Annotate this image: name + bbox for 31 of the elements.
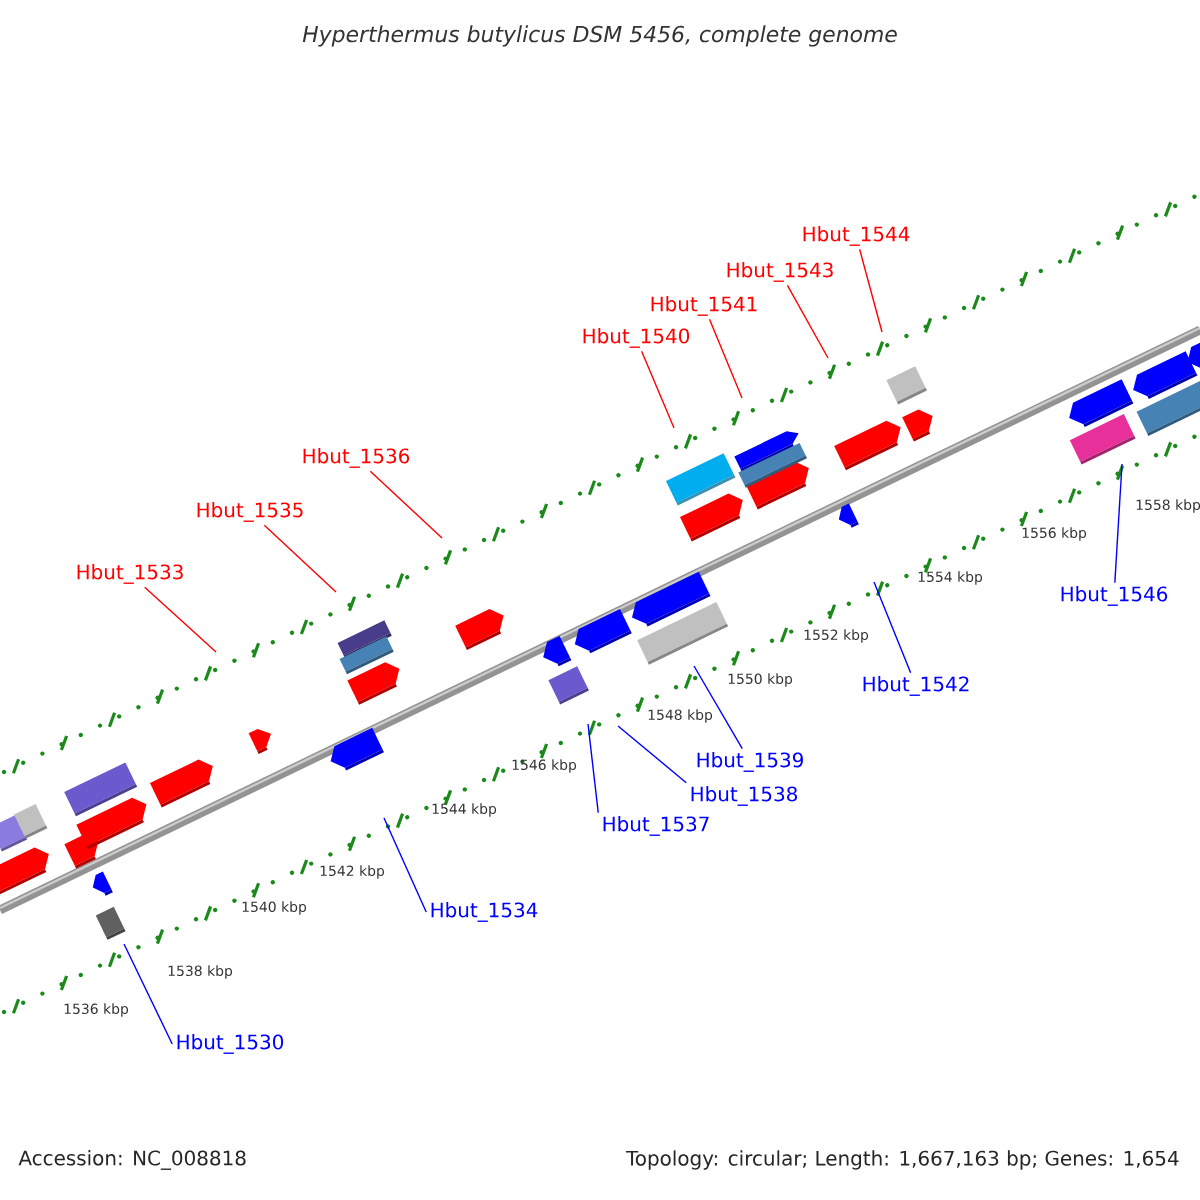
gene-label: Hbut_1535 [197,502,303,522]
leader-line [369,470,443,539]
title: Hyperthermus butylicus DSM 5456, complete genome [302,25,897,47]
leader-line [1114,463,1123,584]
gene-label: Hbut_1540 [583,328,690,348]
leader-line [786,284,829,359]
leader-line [693,665,743,750]
gene-label: Hbut_1536 [303,448,410,468]
leader-line [144,586,217,653]
leader-line [587,723,599,814]
gene-label: Hbut_1530 [177,1034,284,1054]
gene-label: Hbut_1538 [691,786,797,806]
footer-text: Topology: circular; Length: 1,667,163 bp; Genes: 1,654 [625,1150,1179,1170]
gene-label: Hbut_1539 [697,752,803,772]
gene-label: Hbut_1544 [803,226,910,246]
gene-label: Hbut_1543 [727,262,833,282]
leader-line [123,943,173,1045]
gene-label: Hbut_1541 [651,296,757,316]
leader-line [708,318,743,399]
gene-label: Hbut_1542 [863,676,969,696]
leader-line [617,725,687,784]
leader-line [383,817,427,913]
leader-line [263,524,337,593]
leader-line [873,581,912,674]
gene-label: Hbut_1534 [431,902,538,922]
gene-label: Hbut_1533 [77,564,183,584]
footer-text: Accession: NC_008818 [18,1150,246,1170]
gene-label: Hbut_1537 [603,816,709,836]
leader-line [858,248,883,333]
gene-label: Hbut_1546 [1061,586,1168,606]
leader-line [640,350,675,429]
